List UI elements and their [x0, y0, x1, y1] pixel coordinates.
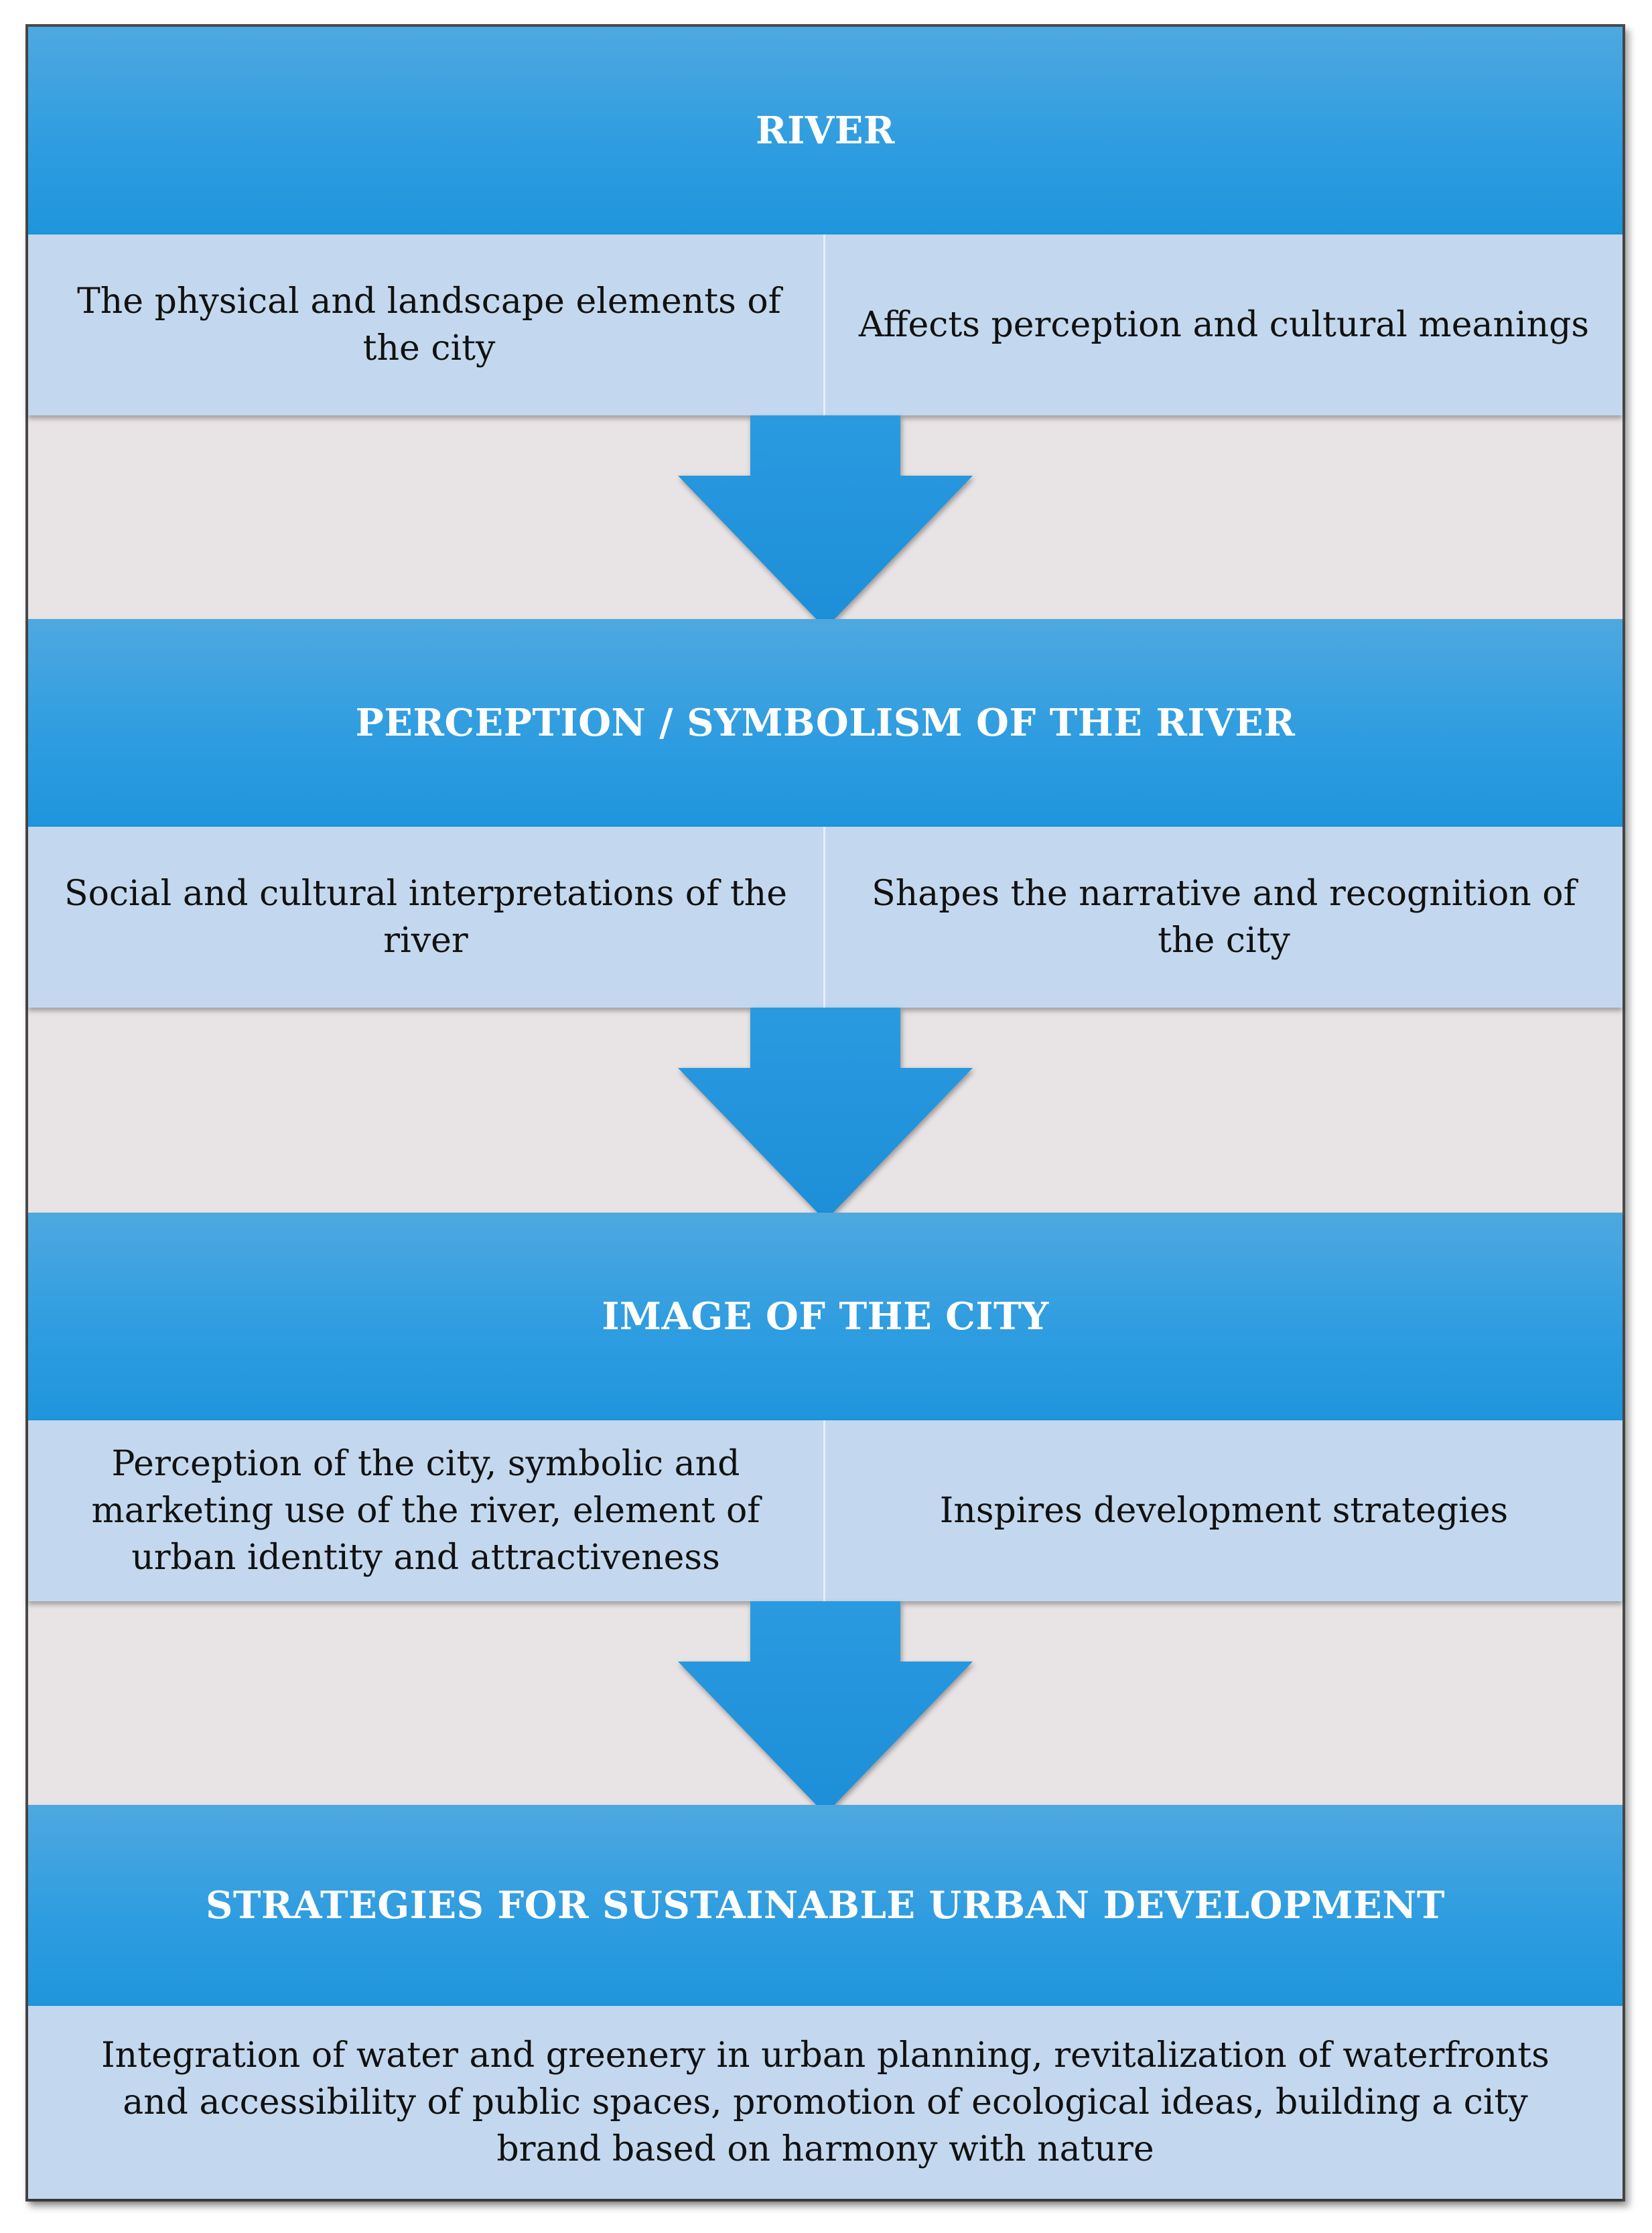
stage-header-image-of-city: IMAGE OF THE CITY — [28, 1213, 1623, 1420]
stage-left-text: The physical and landscape elements of t… — [28, 234, 825, 415]
arrow-down-icon — [678, 1008, 973, 1221]
stage-right-text: Inspires development strategies — [939, 1491, 1509, 1531]
stage-row-perception: Social and cultural interpretations of t… — [28, 827, 1623, 1008]
stage-row-strategies: Integration of water and greenery in urb… — [28, 2006, 1623, 2199]
diagram-frame: RIVER The physical and landscape element… — [25, 24, 1625, 2202]
stage-header-strategies: STRATEGIES FOR SUSTAINABLE URBAN DEVELOP… — [28, 1805, 1623, 2006]
stage-right-text: Affects perception and cultural meanings — [858, 305, 1590, 345]
arrow-down-icon — [678, 1601, 973, 1814]
stage-header-river: RIVER — [28, 27, 1623, 234]
stage-header-perception: PERCEPTION / SYMBOLISM OF THE RIVER — [28, 619, 1623, 827]
stage-full-text: Integration of water and greenery in urb… — [101, 2035, 1550, 2169]
stage-right-text: Shapes the narrative and recognition of … — [872, 874, 1576, 961]
stage-row-image-of-city: Perception of the city, symbolic and mar… — [28, 1420, 1623, 1601]
arrow-down-icon — [678, 415, 973, 628]
stage-left-text: Perception of the city, symbolic and mar… — [28, 1420, 825, 1601]
stage-row-river: The physical and landscape elements of t… — [28, 234, 1623, 415]
stage-left-text: Social and cultural interpretations of t… — [28, 827, 825, 1008]
